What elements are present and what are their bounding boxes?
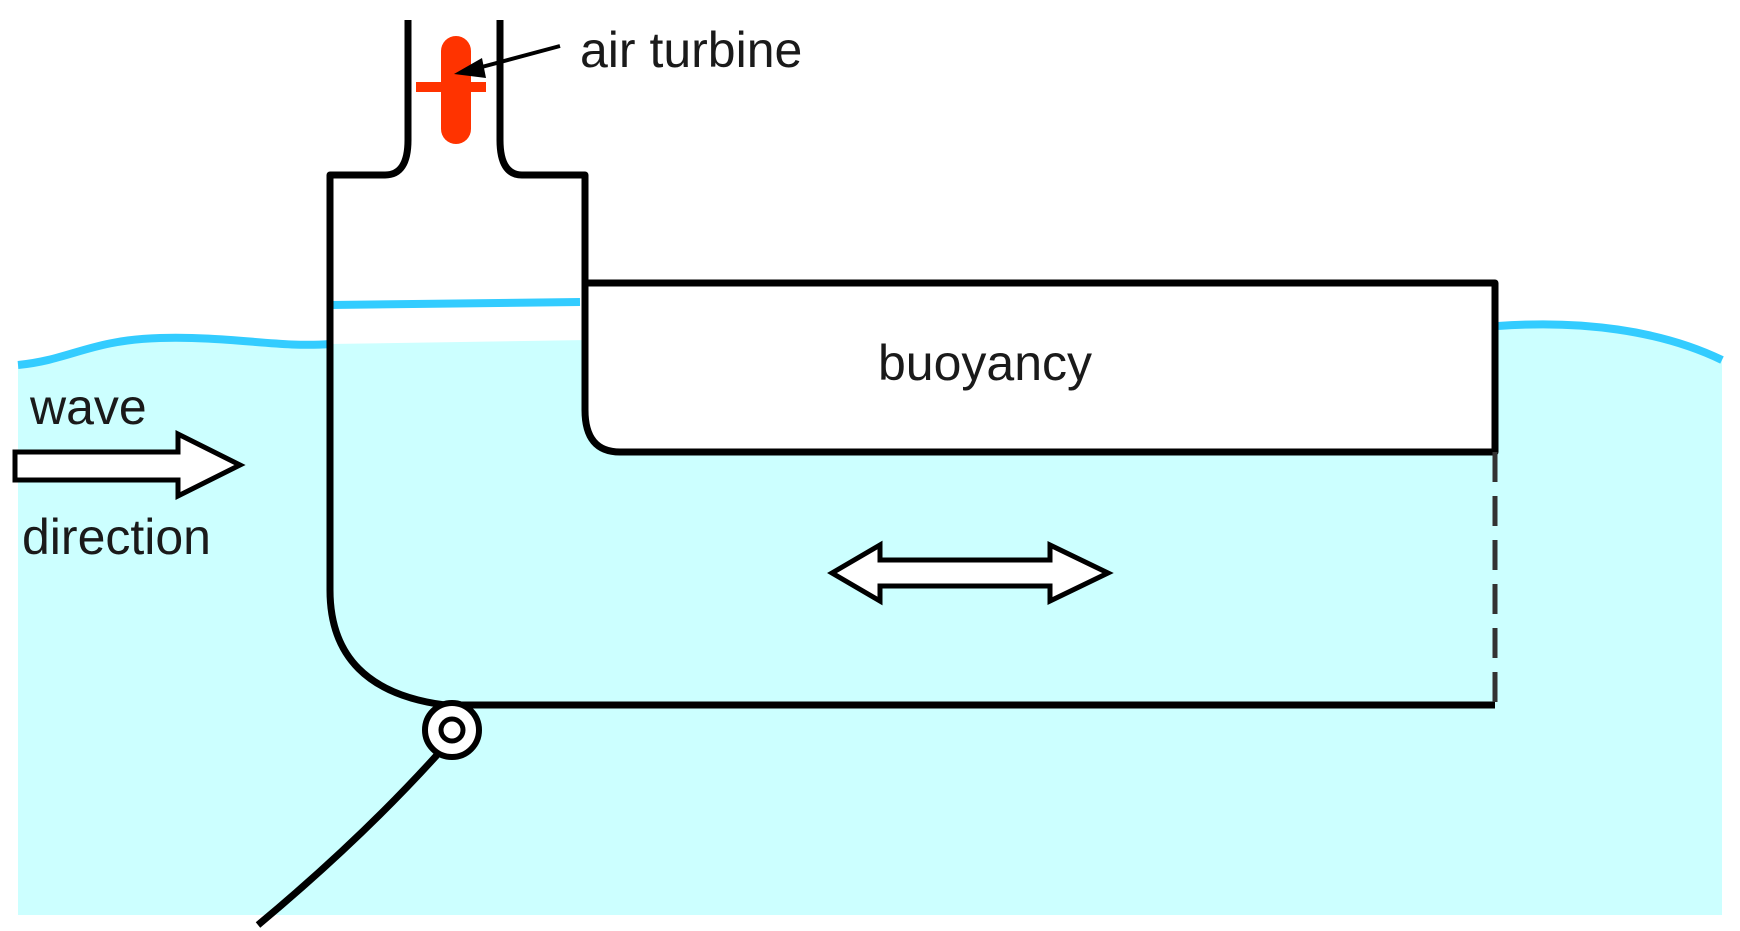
sea-surface-right [1497, 320, 1724, 364]
buoyancy-label: buoyancy [878, 335, 1092, 391]
wave-label: wave [29, 379, 147, 435]
air-chamber [330, 20, 580, 302]
air-turbine-label: air turbine [580, 22, 802, 78]
internal-water-surface [329, 298, 581, 309]
sea-water [18, 324, 1722, 915]
oscillation-double-arrow-icon [827, 540, 1114, 606]
wave-direction-arrow-icon [12, 429, 246, 501]
mooring-pivot-inner [438, 716, 466, 744]
neck-right-and-buoyancy [496, 20, 1499, 456]
turbine-leader-arrowhead [454, 58, 486, 78]
turbine-blade-icon [416, 82, 486, 92]
turbine-leader-line [477, 44, 561, 70]
mooring-line [255, 752, 440, 928]
buoyancy-chamber [585, 283, 1495, 452]
direction-label: direction [22, 509, 211, 565]
sea-surface-left [17, 333, 331, 369]
hull-outline [326, 20, 1495, 709]
